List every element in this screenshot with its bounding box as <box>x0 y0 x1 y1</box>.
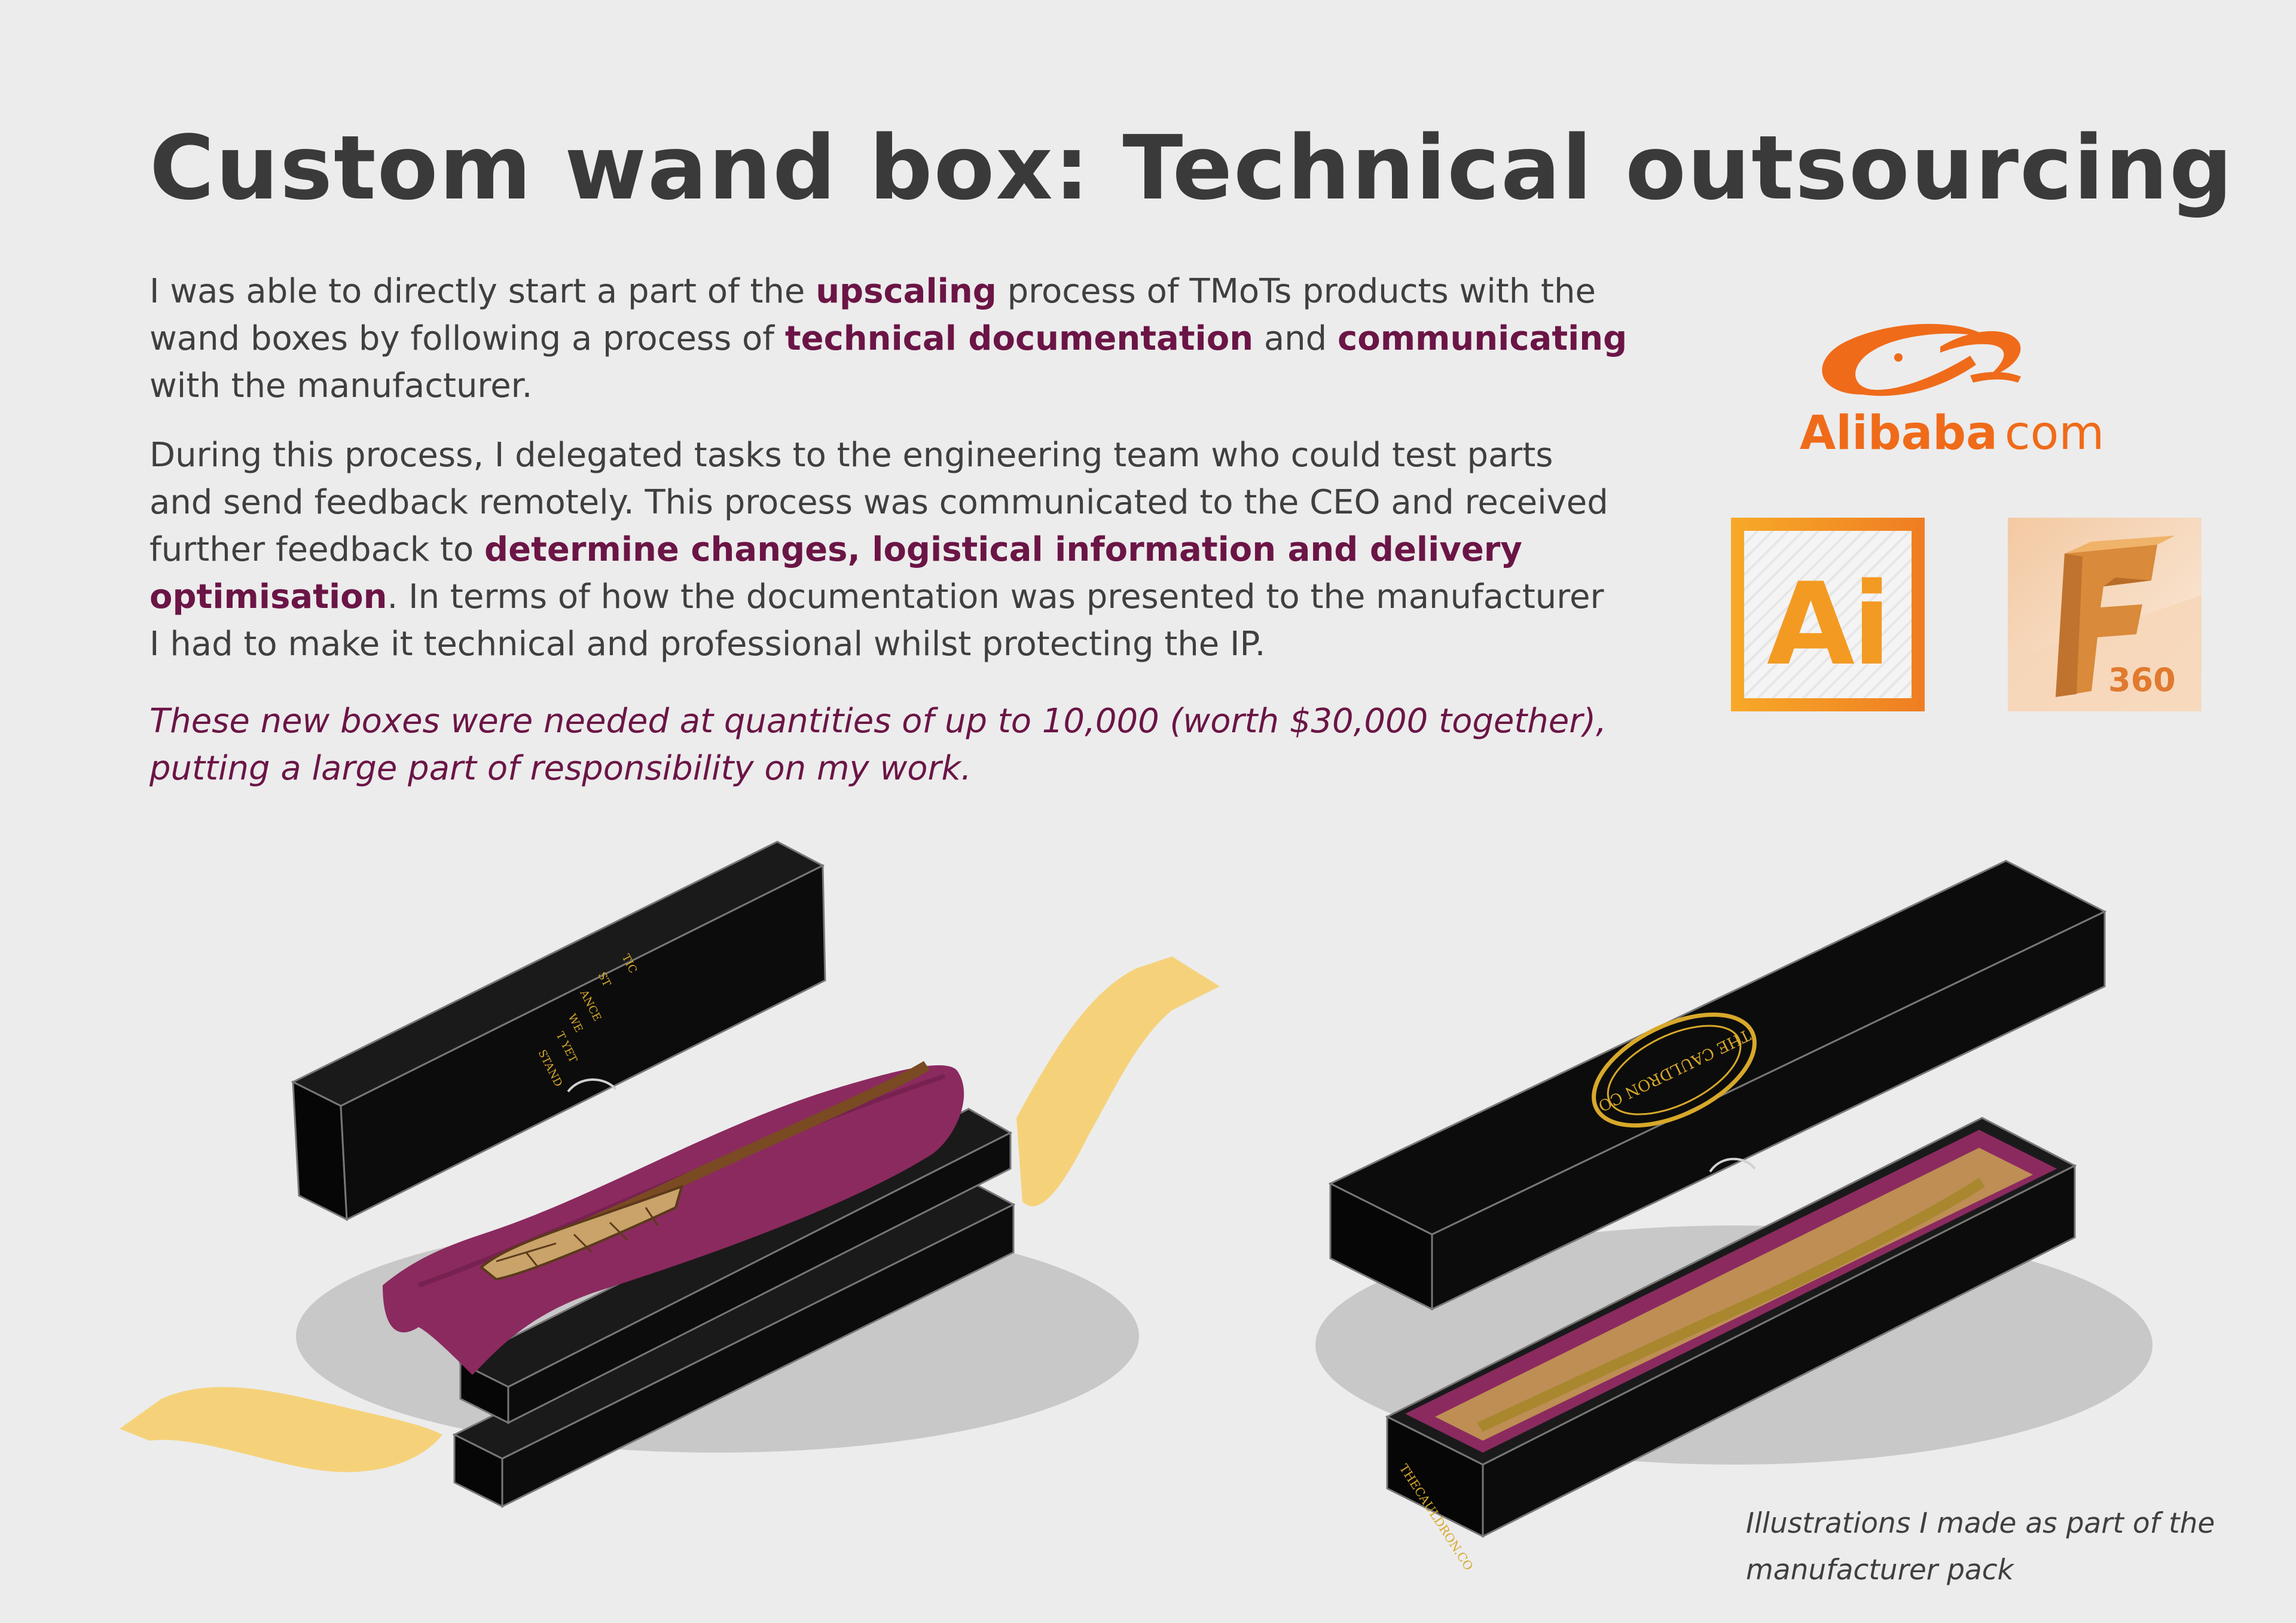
highlight-technical-documentation: technical documentation <box>784 319 1254 358</box>
exploded-box-illustration: TIC ST ANCE WE T YET STAND <box>120 840 1220 1508</box>
paragraph-upscaling: I was able to directly start a part of t… <box>149 268 1680 409</box>
paragraph-text: I was able to directly start a part of t… <box>149 272 816 311</box>
paragraph-text: process of TMoTs products with the wand … <box>149 272 1596 358</box>
alibaba-swoosh-icon <box>1822 323 2021 396</box>
paragraph-text: and <box>1253 319 1338 358</box>
highlight-communicating: communicating <box>1338 319 1628 358</box>
purple-cloth <box>383 1065 964 1375</box>
paragraph-text: . In terms of how the documentation was … <box>149 577 1604 664</box>
alibaba-name: Alibaba <box>1800 406 1998 460</box>
illustration-caption: Illustrations I made as part of the manu… <box>1746 1507 2215 1587</box>
lid-thumb-notch <box>567 1078 617 1093</box>
wand-silhouette <box>1477 1178 1985 1432</box>
base-side <box>501 1203 1015 1508</box>
ribbon-left <box>120 1387 442 1472</box>
wand-handle-pattern <box>496 1207 659 1268</box>
lid-thumb-notch <box>1709 1157 1756 1173</box>
fusion-icon <box>2008 536 2202 711</box>
paragraph-text: with the manufacturer. <box>149 366 533 405</box>
base-gold-liner <box>1435 1148 2033 1441</box>
page-title: Custom wand box: Technical outsourcing <box>149 117 2234 219</box>
adobe-illustrator-logo: Ai <box>1731 518 1925 711</box>
wand-handle <box>479 1184 683 1281</box>
highlight-changes: determine changes, logistical informatio… <box>149 530 1522 616</box>
paragraph-text: During this process, I delegated tasks t… <box>149 436 1608 569</box>
lid-inner <box>340 864 826 1221</box>
wand-box-illustrations: TIC ST ANCE WE T YET STAND <box>120 840 2152 1573</box>
highlight-upscaling: upscaling <box>816 272 997 311</box>
ribbon-right <box>1016 956 1220 1206</box>
fusion-360-logo: 360 <box>2008 518 2202 711</box>
paragraph-quantities: These new boxes were needed at quantitie… <box>149 702 1607 788</box>
illustrator-letters: Ai <box>1766 558 1891 690</box>
lid-side <box>1431 910 2106 1311</box>
illustrator-icon: Ai <box>1744 531 1912 698</box>
tray-side <box>507 1131 1012 1425</box>
paragraph-delegation: During this process, I delegated tasks t… <box>149 432 1620 668</box>
base-side <box>1482 1164 2076 1538</box>
alibaba-suffix: com <box>2004 406 2105 460</box>
assembled-box-illustration: THE CAULDRON CO THECAULDRON.CO <box>1315 860 2152 1573</box>
fusion-number: 360 <box>2108 661 2176 699</box>
